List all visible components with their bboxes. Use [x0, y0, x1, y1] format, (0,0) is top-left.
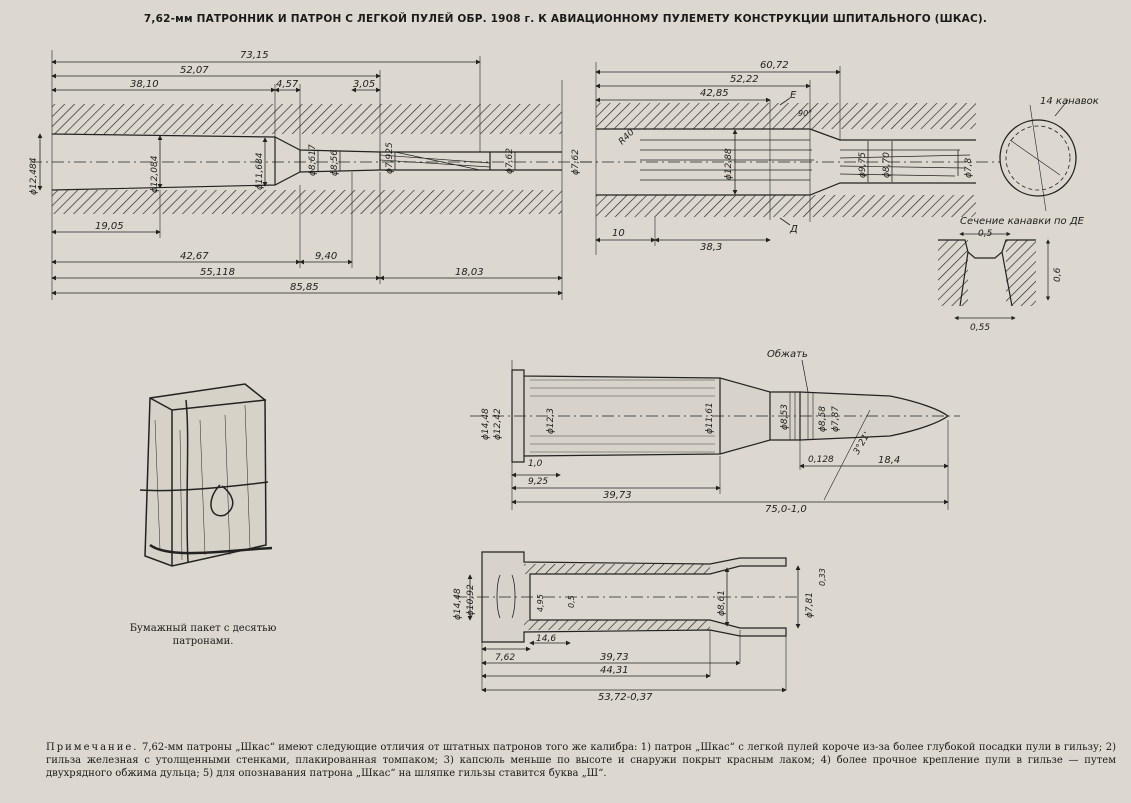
footnote-lead: Примечание. [46, 742, 139, 753]
case-dim-d8-61: ϕ8,61 [717, 590, 727, 616]
dim-d7-62-a: ϕ7,62 [505, 148, 515, 174]
dim-0-5: 0,5 [978, 229, 993, 239]
dim-d12-42: ϕ12,42 [493, 408, 503, 440]
dim-d8-58: ϕ8,58 [818, 406, 828, 432]
dim-1-0: 1,0 [528, 459, 543, 469]
label-crimp: Обжать [767, 348, 808, 360]
case-dim-d7-81: ϕ7,81 [805, 592, 815, 618]
dim-75-0: 75,0-1,0 [765, 504, 807, 515]
label-14-grooves: 14 канавок [1040, 96, 1099, 107]
case-dim-7-62: 7,62 [495, 653, 515, 663]
dim-38-3: 38,3 [700, 242, 722, 253]
dim-d11-684: ϕ11,684 [255, 152, 265, 190]
case-dim-d14-48: ϕ14,48 [453, 588, 463, 620]
dim-73-15: 73,15 [240, 50, 269, 61]
dim-d8-70: ϕ8,70 [882, 152, 892, 178]
dim-0-128: 0,128 [808, 455, 834, 465]
dim-3-05: 3,05 [353, 79, 375, 90]
dim-d12-484: ϕ12,484 [29, 157, 39, 195]
paper-package-sketch [139, 383, 273, 567]
dim-d12-3: ϕ12,3 [546, 408, 556, 434]
dim-52-07: 52,07 [180, 65, 209, 76]
dim-42-67: 42,67 [180, 251, 209, 262]
case-labels: ϕ14,48 ϕ10,92 4,95 0,5 ϕ8,61 ϕ7,81 0,33 … [453, 568, 827, 703]
dim-39-73: 39,73 [603, 490, 632, 501]
case-dim-44-31: 44,31 [600, 665, 629, 676]
dim-18-4: 18,4 [878, 455, 900, 466]
dim-d11-61: ϕ11,61 [705, 402, 715, 434]
dim-d12-084: ϕ12,084 [150, 155, 160, 193]
case-dim-53-72: 53,72-0,37 [598, 692, 653, 703]
dim-60-72: 60,72 [760, 60, 789, 71]
dim-9-25: 9,25 [528, 477, 548, 487]
dim-10: 10 [612, 228, 625, 239]
dim-d14-48: ϕ14,48 [481, 408, 491, 440]
page-title: 7,62-мм ПАТРОННИК И ПАТРОН С ЛЕГКОЙ ПУЛЕ… [143, 13, 988, 25]
case-drawing [455, 551, 801, 693]
dim-52-22: 52,22 [730, 74, 759, 85]
case-dim-39-73: 39,73 [600, 652, 629, 663]
label-D: Д [789, 224, 798, 235]
case-dim-14-6: 14,6 [536, 634, 556, 644]
dim-55-118: 55,118 [200, 267, 235, 278]
dim-d8-53: ϕ8,53 [780, 404, 790, 430]
label-E: Е [790, 90, 797, 101]
package-caption: Бумажный пакет с десятью патронами. [129, 623, 277, 647]
dim-4-57: 4,57 [276, 79, 299, 90]
label-90deg: 90° [798, 109, 812, 118]
dim-38-10: 38,10 [130, 79, 159, 90]
chamber-grooved-section [580, 62, 1077, 321]
dim-9-40: 9,40 [315, 251, 337, 262]
dim-d7-8: ϕ7,8 [964, 157, 974, 178]
case-dim-0-5: 0,5 [567, 595, 576, 608]
case-dim-4-95: 4,95 [536, 594, 545, 612]
dim-d7-62-b: ϕ7,62 [571, 149, 581, 175]
label-groove-section: Сечение канавки по ДЕ [960, 216, 1085, 227]
dim-d9-75: ϕ9,75 [858, 152, 868, 178]
dim-d8-617: ϕ8,617 [308, 144, 318, 176]
dim-18-03: 18,03 [455, 267, 484, 278]
footnote: Примечание. 7,62-мм патроны „Шкас“ имеют… [46, 741, 1116, 780]
dim-d7-925: ϕ7,925 [385, 142, 395, 174]
chamber-long-section [30, 50, 600, 300]
dim-d12-88: ϕ12,88 [724, 148, 734, 180]
case-dim-d10-92: ϕ10,92 [466, 584, 476, 616]
footnote-text: 7,62-мм патроны „Шкас“ имеют следующие о… [46, 742, 1116, 779]
case-dim-0-33: 0,33 [818, 568, 827, 586]
dim-42-85: 42,85 [700, 88, 729, 99]
dim-d7-87: ϕ7,87 [831, 406, 841, 432]
label-R40: R40 [617, 127, 637, 147]
chamber-long-labels: 73,15 52,07 38,10 4,57 3,05 ϕ12,484 ϕ12,… [29, 50, 581, 293]
dim-19-05: 19,05 [95, 221, 124, 232]
cartridge-drawing [470, 359, 960, 510]
dim-0-55: 0,55 [970, 323, 990, 333]
dim-0-6: 0,6 [1053, 267, 1063, 282]
dim-d8-56: ϕ8,56 [330, 150, 340, 176]
dim-85-85: 85,85 [290, 282, 319, 293]
